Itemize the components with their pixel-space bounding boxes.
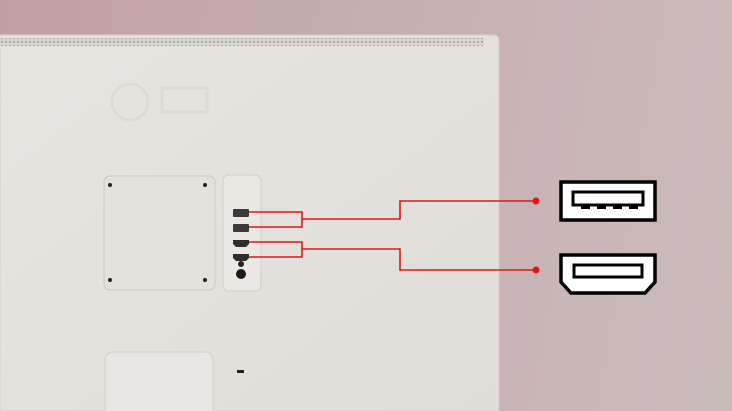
stand-mount	[104, 351, 244, 411]
usb-callout-dot	[532, 197, 540, 205]
port-panel	[222, 174, 262, 292]
usb-port	[233, 209, 249, 217]
usb-port	[233, 224, 249, 232]
hdmi-callout-dot	[532, 266, 540, 274]
vent-grille	[0, 38, 484, 46]
hdmi-port	[233, 254, 249, 261]
usb-callout-line	[249, 200, 536, 228]
power-jack	[236, 269, 246, 279]
hdmi-callout-line	[249, 241, 536, 271]
hdmi-port	[233, 240, 249, 247]
vesa-mount-plate	[103, 175, 216, 291]
hdmi-port-icon	[559, 253, 657, 295]
audio-jack	[238, 261, 244, 267]
usb-port-icon	[559, 180, 657, 222]
embossed-logo	[110, 82, 209, 122]
